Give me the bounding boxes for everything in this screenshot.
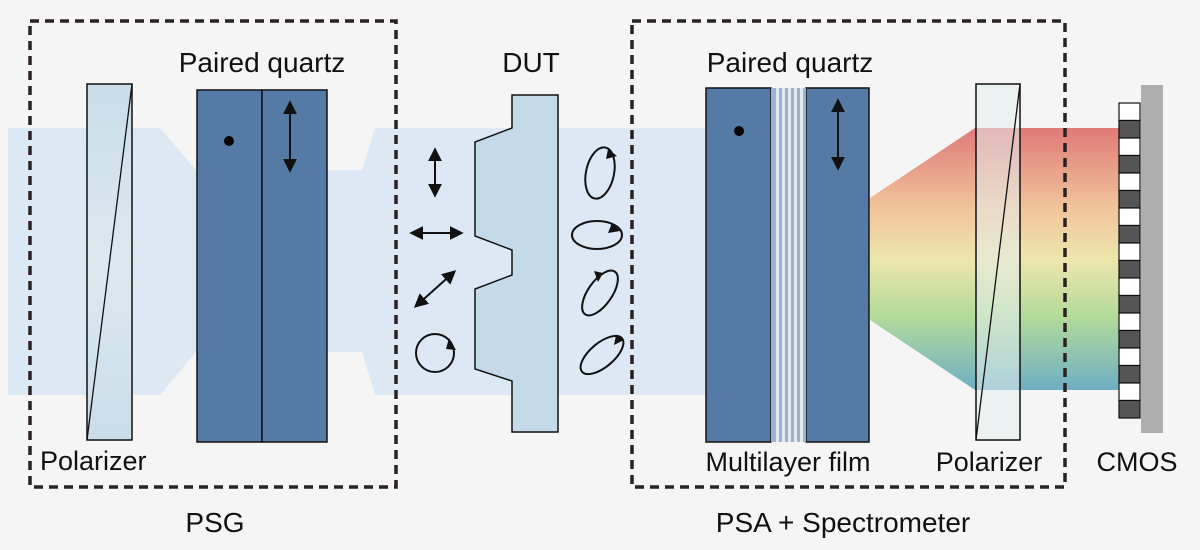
cmos-pixel <box>1118 102 1141 122</box>
psa-label: PSA + Spectrometer <box>716 507 970 538</box>
cmos-pixel <box>1118 294 1141 314</box>
psa-quartz-label: Paired quartz <box>707 47 874 78</box>
cmos-pixel <box>1118 119 1141 139</box>
psg-box <box>28 19 398 489</box>
psa-box <box>630 19 1067 489</box>
cmos-pixel <box>1118 277 1141 297</box>
left-polarizer <box>86 83 133 441</box>
dut-label: DUT <box>502 47 560 78</box>
cmos-pixel <box>1118 259 1141 279</box>
polarizer-left-label: Polarizer <box>40 446 147 476</box>
psa-paired-quartz <box>705 87 870 443</box>
cmos-pixel <box>1118 207 1141 227</box>
cmos-label: CMOS <box>1097 447 1178 477</box>
psg-label: PSG <box>185 507 244 538</box>
ellipse-polarization-icon <box>571 220 623 250</box>
cmos-pixel <box>1118 137 1141 157</box>
cmos-pixel <box>1118 347 1141 367</box>
cmos-pixel <box>1118 224 1141 244</box>
cmos-pixel-column <box>1118 102 1141 419</box>
cmos-pixel <box>1118 189 1141 209</box>
psg-paired-quartz <box>196 89 328 443</box>
ellipse-polarization-icon <box>584 146 616 200</box>
optic-axis-dot-icon <box>224 136 234 146</box>
ellipse-polarization-icon <box>579 334 625 376</box>
cmos-pixel <box>1118 364 1141 384</box>
cmos-pixel <box>1118 399 1141 419</box>
output-polarization-states <box>571 146 625 376</box>
cmos-backplate <box>1141 85 1163 433</box>
polarizer-right-label: Polarizer <box>936 447 1043 477</box>
cmos-pixel <box>1118 329 1141 349</box>
multilayer-film <box>771 88 806 442</box>
cmos-sensor <box>1118 85 1163 433</box>
cmos-pixel <box>1118 154 1141 174</box>
cmos-pixel <box>1118 172 1141 192</box>
ellipse-polarization-icon <box>581 269 619 317</box>
psg-quartz-label: Paired quartz <box>179 47 346 78</box>
cmos-pixel <box>1118 242 1141 262</box>
cmos-pixel <box>1118 312 1141 332</box>
multilayer-film-label: Multilayer film <box>705 447 870 477</box>
optic-axis-dot-icon <box>734 126 744 136</box>
right-polarizer <box>975 83 1021 441</box>
cmos-pixel <box>1118 382 1141 402</box>
circular-polarization-icon <box>415 333 455 373</box>
diagonal-polarization-icon <box>413 270 457 308</box>
input-polarization-states <box>409 147 464 373</box>
dut-sample <box>474 94 559 433</box>
